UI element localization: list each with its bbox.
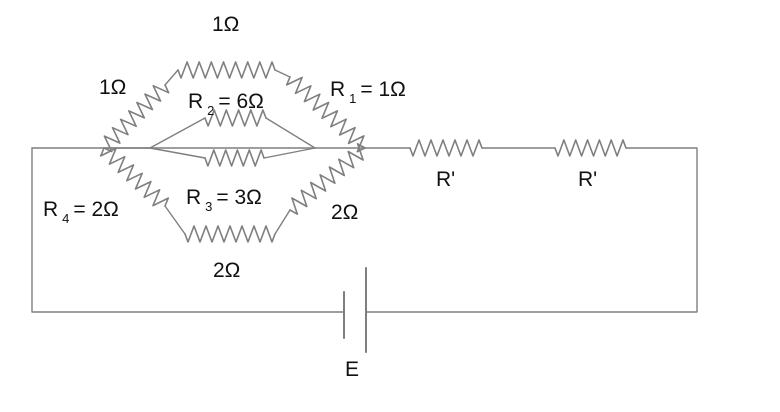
label-r4: R 4 = 2Ω: [43, 198, 119, 227]
battery: [343, 267, 367, 353]
label-r-prime-2: R': [578, 168, 597, 191]
resistor-lower-right-2ohm: [289, 143, 366, 215]
resistor-r-prime-2: [554, 139, 627, 157]
label-r2-sub: 2: [207, 103, 214, 118]
wire-top-left-corner: [164, 69, 179, 86]
resistor-r1: [285, 76, 366, 153]
label-r3: R 3 = 3Ω: [186, 186, 262, 215]
label-r2: R 2 = 6Ω: [188, 90, 264, 119]
label-r2-value: = 6Ω: [218, 90, 263, 113]
resistor-r-prime-1: [409, 139, 483, 157]
wires: [31, 69, 698, 313]
resistor-r4: [99, 147, 170, 207]
wire-r3-right-lead: [263, 147, 316, 159]
wire-bottom-right-corner: [274, 209, 291, 235]
label-r2-letter: R: [188, 90, 203, 113]
label-top-1ohm: 1Ω: [212, 13, 239, 36]
wire-right: [365, 147, 698, 313]
resistor-top-1ohm: [177, 61, 276, 79]
label-r1-letter: R: [330, 78, 345, 101]
label-r1-value: = 1Ω: [360, 78, 405, 101]
label-lower-right-2ohm: 2Ω: [331, 201, 358, 224]
wire-r2-left-lead: [149, 117, 206, 149]
label-bottom-2ohm: 2Ω: [213, 259, 240, 282]
resistors: [99, 61, 627, 243]
wire-top-right-corner: [274, 69, 291, 78]
label-r3-value: = 3Ω: [216, 186, 261, 209]
label-r4-sub: 4: [62, 211, 69, 226]
label-battery-e: E: [345, 358, 359, 381]
resistor-bottom-2ohm: [184, 225, 276, 243]
resistor-r2: [204, 109, 267, 127]
resistor-upper-left-1ohm: [103, 84, 170, 153]
wire-left-bottom: [31, 147, 345, 313]
label-r-prime-1: R': [436, 168, 455, 191]
label-r1-sub: 1: [349, 91, 356, 106]
label-r4-letter: R: [43, 198, 58, 221]
resistor-r3: [204, 149, 265, 167]
label-r3-sub: 3: [205, 199, 212, 214]
label-r3-letter: R: [186, 186, 201, 209]
labels: 1Ω 1Ω R 1 = 1Ω R 2 = 6Ω R 3 = 3Ω R 4 = 2…: [43, 13, 597, 381]
label-r1: R 1 = 1Ω: [330, 78, 406, 107]
label-r4-value: = 2Ω: [73, 198, 118, 221]
wire-bottom-left-corner: [164, 205, 186, 235]
wire-r3-left-lead: [149, 147, 206, 159]
wire-r2-right-lead: [265, 117, 316, 149]
label-upper-left-1ohm: 1Ω: [99, 76, 126, 99]
